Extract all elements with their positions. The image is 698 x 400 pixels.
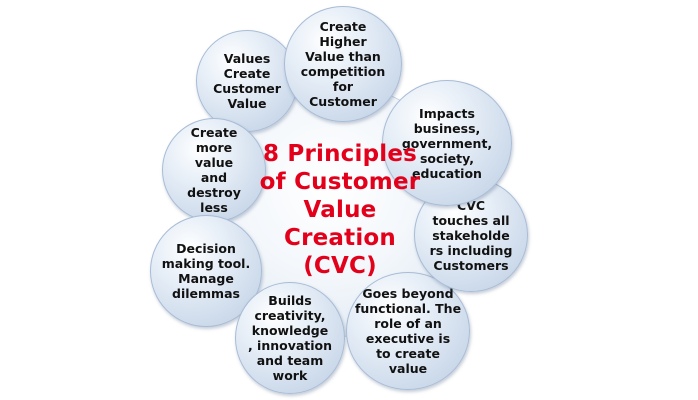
- principle-node-create-higher-value: Create Higher Value than competition for…: [284, 6, 402, 122]
- principle-node-builds-creativity: Builds creativity, knowledge , innovatio…: [235, 282, 345, 394]
- principle-label: Decision making tool. Manage dilemmas: [161, 241, 251, 301]
- diagram-title: 8 Principles of Customer Value Creation …: [259, 141, 421, 279]
- principle-node-values-create-customer-value: Values Create Customer Value: [196, 30, 298, 132]
- principle-node-impacts-business: Impacts business, government, society, e…: [382, 80, 512, 206]
- principle-label: Create more value and destroy less: [187, 125, 241, 215]
- principle-label: Builds creativity, knowledge , innovatio…: [247, 293, 333, 383]
- principle-node-create-more-value: Create more value and destroy less: [162, 118, 266, 222]
- principle-label: Create Higher Value than competition for…: [300, 19, 386, 109]
- principle-label: Impacts business, government, society, e…: [401, 105, 493, 181]
- principle-label: Values Create Customer Value: [213, 51, 281, 111]
- principle-node-goes-beyond-functional: Goes beyond functional. The role of an e…: [346, 272, 470, 390]
- principle-label: Goes beyond functional. The role of an e…: [354, 286, 462, 376]
- principle-label: CVC touches all stakeholde rs including …: [429, 197, 513, 273]
